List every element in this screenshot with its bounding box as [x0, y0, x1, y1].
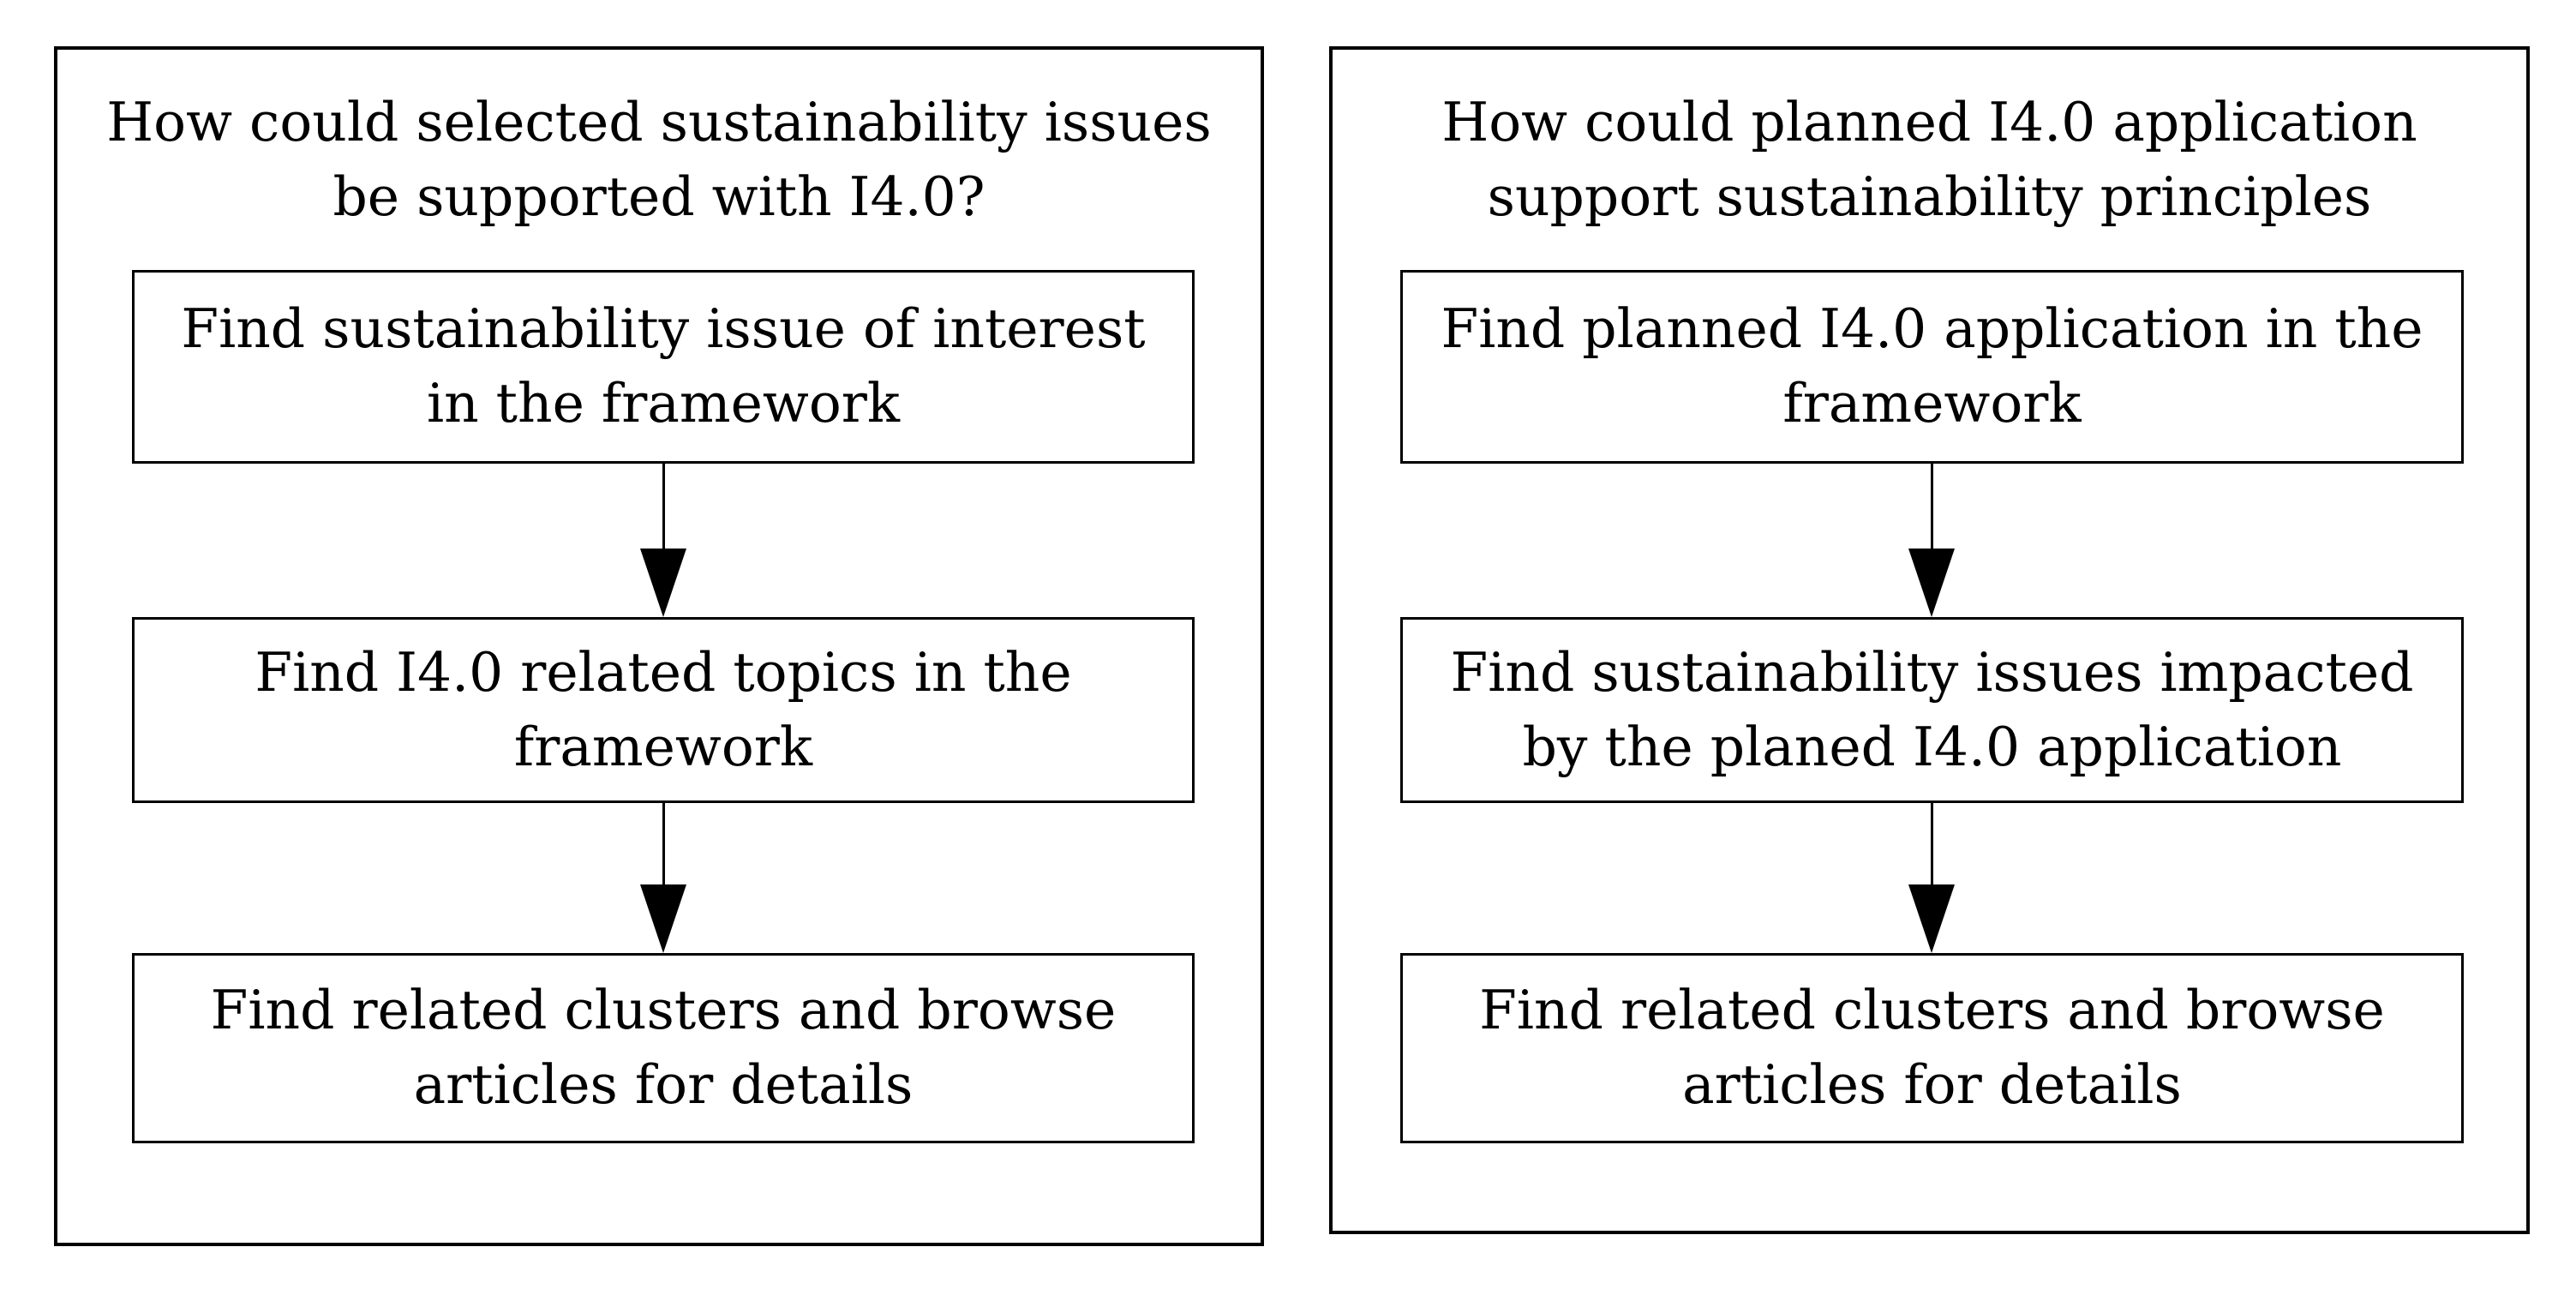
panel-title: How could selected sustainability issues…	[57, 86, 1261, 235]
step-text-line: Find planned I4.0 application in the	[1441, 297, 2423, 361]
step-text-line: Find related clusters and browse	[1479, 979, 2385, 1042]
step-text-line: Find I4.0 related topics in the	[255, 640, 1072, 704]
title-line: How could selected sustainability issues	[106, 91, 1212, 153]
panel-right-flowchart: How could planned I4.0 application suppo…	[1329, 46, 2530, 1234]
step-text-line: by the planed I4.0 application	[1522, 715, 2342, 778]
down-arrow	[1907, 802, 1956, 953]
step-text-line: articles for details	[413, 1053, 914, 1116]
arrow-shaft	[1930, 802, 1933, 884]
step-box: Find sustainability issue of interest in…	[132, 270, 1195, 464]
step-text-line: Find related clusters and browse	[210, 979, 1117, 1042]
arrow-shaft	[1930, 464, 1933, 549]
step-box: Find sustainability issues impacted by t…	[1400, 617, 2464, 803]
step-text-line: in the framework	[426, 372, 901, 435]
step-text-line: framework	[513, 715, 813, 778]
step-text-line: Find sustainability issues impacted	[1450, 640, 2414, 704]
arrowhead-icon	[640, 549, 686, 617]
arrow-shaft	[662, 802, 665, 884]
step-text-line: articles for details	[1682, 1053, 2182, 1116]
step-box: Find related clusters and browse article…	[132, 953, 1195, 1143]
arrowhead-icon	[640, 884, 686, 953]
step-text-line: framework	[1782, 372, 2082, 435]
step-box: Find planned I4.0 application in the fra…	[1400, 270, 2464, 464]
down-arrow	[638, 802, 688, 953]
arrow-shaft	[662, 464, 665, 549]
title-line: be supported with I4.0?	[332, 165, 985, 228]
arrowhead-icon	[1908, 884, 1955, 953]
title-line: support sustainability principles	[1487, 165, 2372, 228]
step-box: Find related clusters and browse article…	[1400, 953, 2464, 1143]
step-box: Find I4.0 related topics in the framewor…	[132, 617, 1195, 803]
panel-title: How could planned I4.0 application suppo…	[1333, 86, 2526, 235]
down-arrow	[1907, 464, 1956, 617]
down-arrow	[638, 464, 688, 617]
arrowhead-icon	[1908, 549, 1955, 617]
title-line: How could planned I4.0 application	[1441, 91, 2417, 153]
panel-left-flowchart: How could selected sustainability issues…	[54, 46, 1264, 1246]
step-text-line: Find sustainability issue of interest	[181, 297, 1146, 361]
